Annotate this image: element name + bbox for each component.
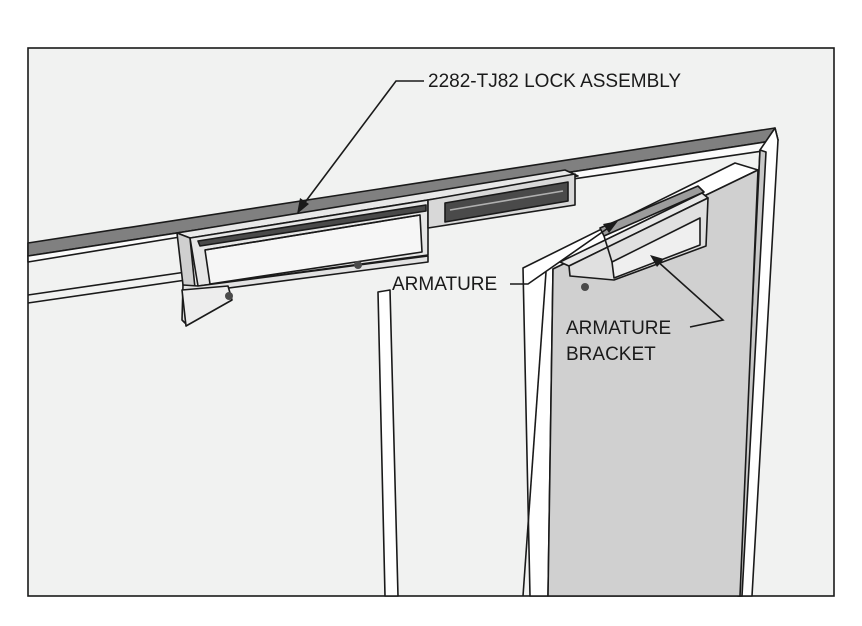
label-lock-assembly: 2282-TJ82 LOCK ASSEMBLY [428, 71, 681, 92]
armature-bracket-face [611, 217, 701, 279]
arrowhead-armature-bracket [650, 255, 664, 267]
lock-mount-skirt [181, 285, 233, 327]
left-door-stile [377, 289, 399, 597]
magnet-core-highlight [449, 190, 564, 211]
leader-lock-assembly [302, 80, 424, 206]
armature-plate [599, 185, 705, 237]
armature-plate-edge [603, 235, 613, 263]
label-armature-bracket-1: ARMATURE [566, 318, 671, 339]
door-leaf-crease [522, 271, 547, 597]
armature-screw [581, 283, 589, 291]
leader-armature [510, 225, 612, 285]
lock-screw-2 [354, 261, 362, 269]
lock-mount-plate [181, 255, 429, 324]
label-armature: ARMATURE [392, 274, 497, 295]
arrowhead-lock-assembly [297, 198, 309, 214]
lock-face-dark-slot [197, 204, 427, 247]
wall-reveal-line-2 [27, 279, 187, 304]
label-armature-bracket-2: BRACKET [566, 344, 656, 365]
lock-body-groove [204, 214, 421, 251]
magnet-core [444, 181, 569, 223]
wall-reveal-line [27, 271, 187, 296]
leader-armature-bracket [655, 259, 725, 328]
lock-screw [225, 292, 233, 300]
arrowhead-armature [603, 221, 618, 233]
